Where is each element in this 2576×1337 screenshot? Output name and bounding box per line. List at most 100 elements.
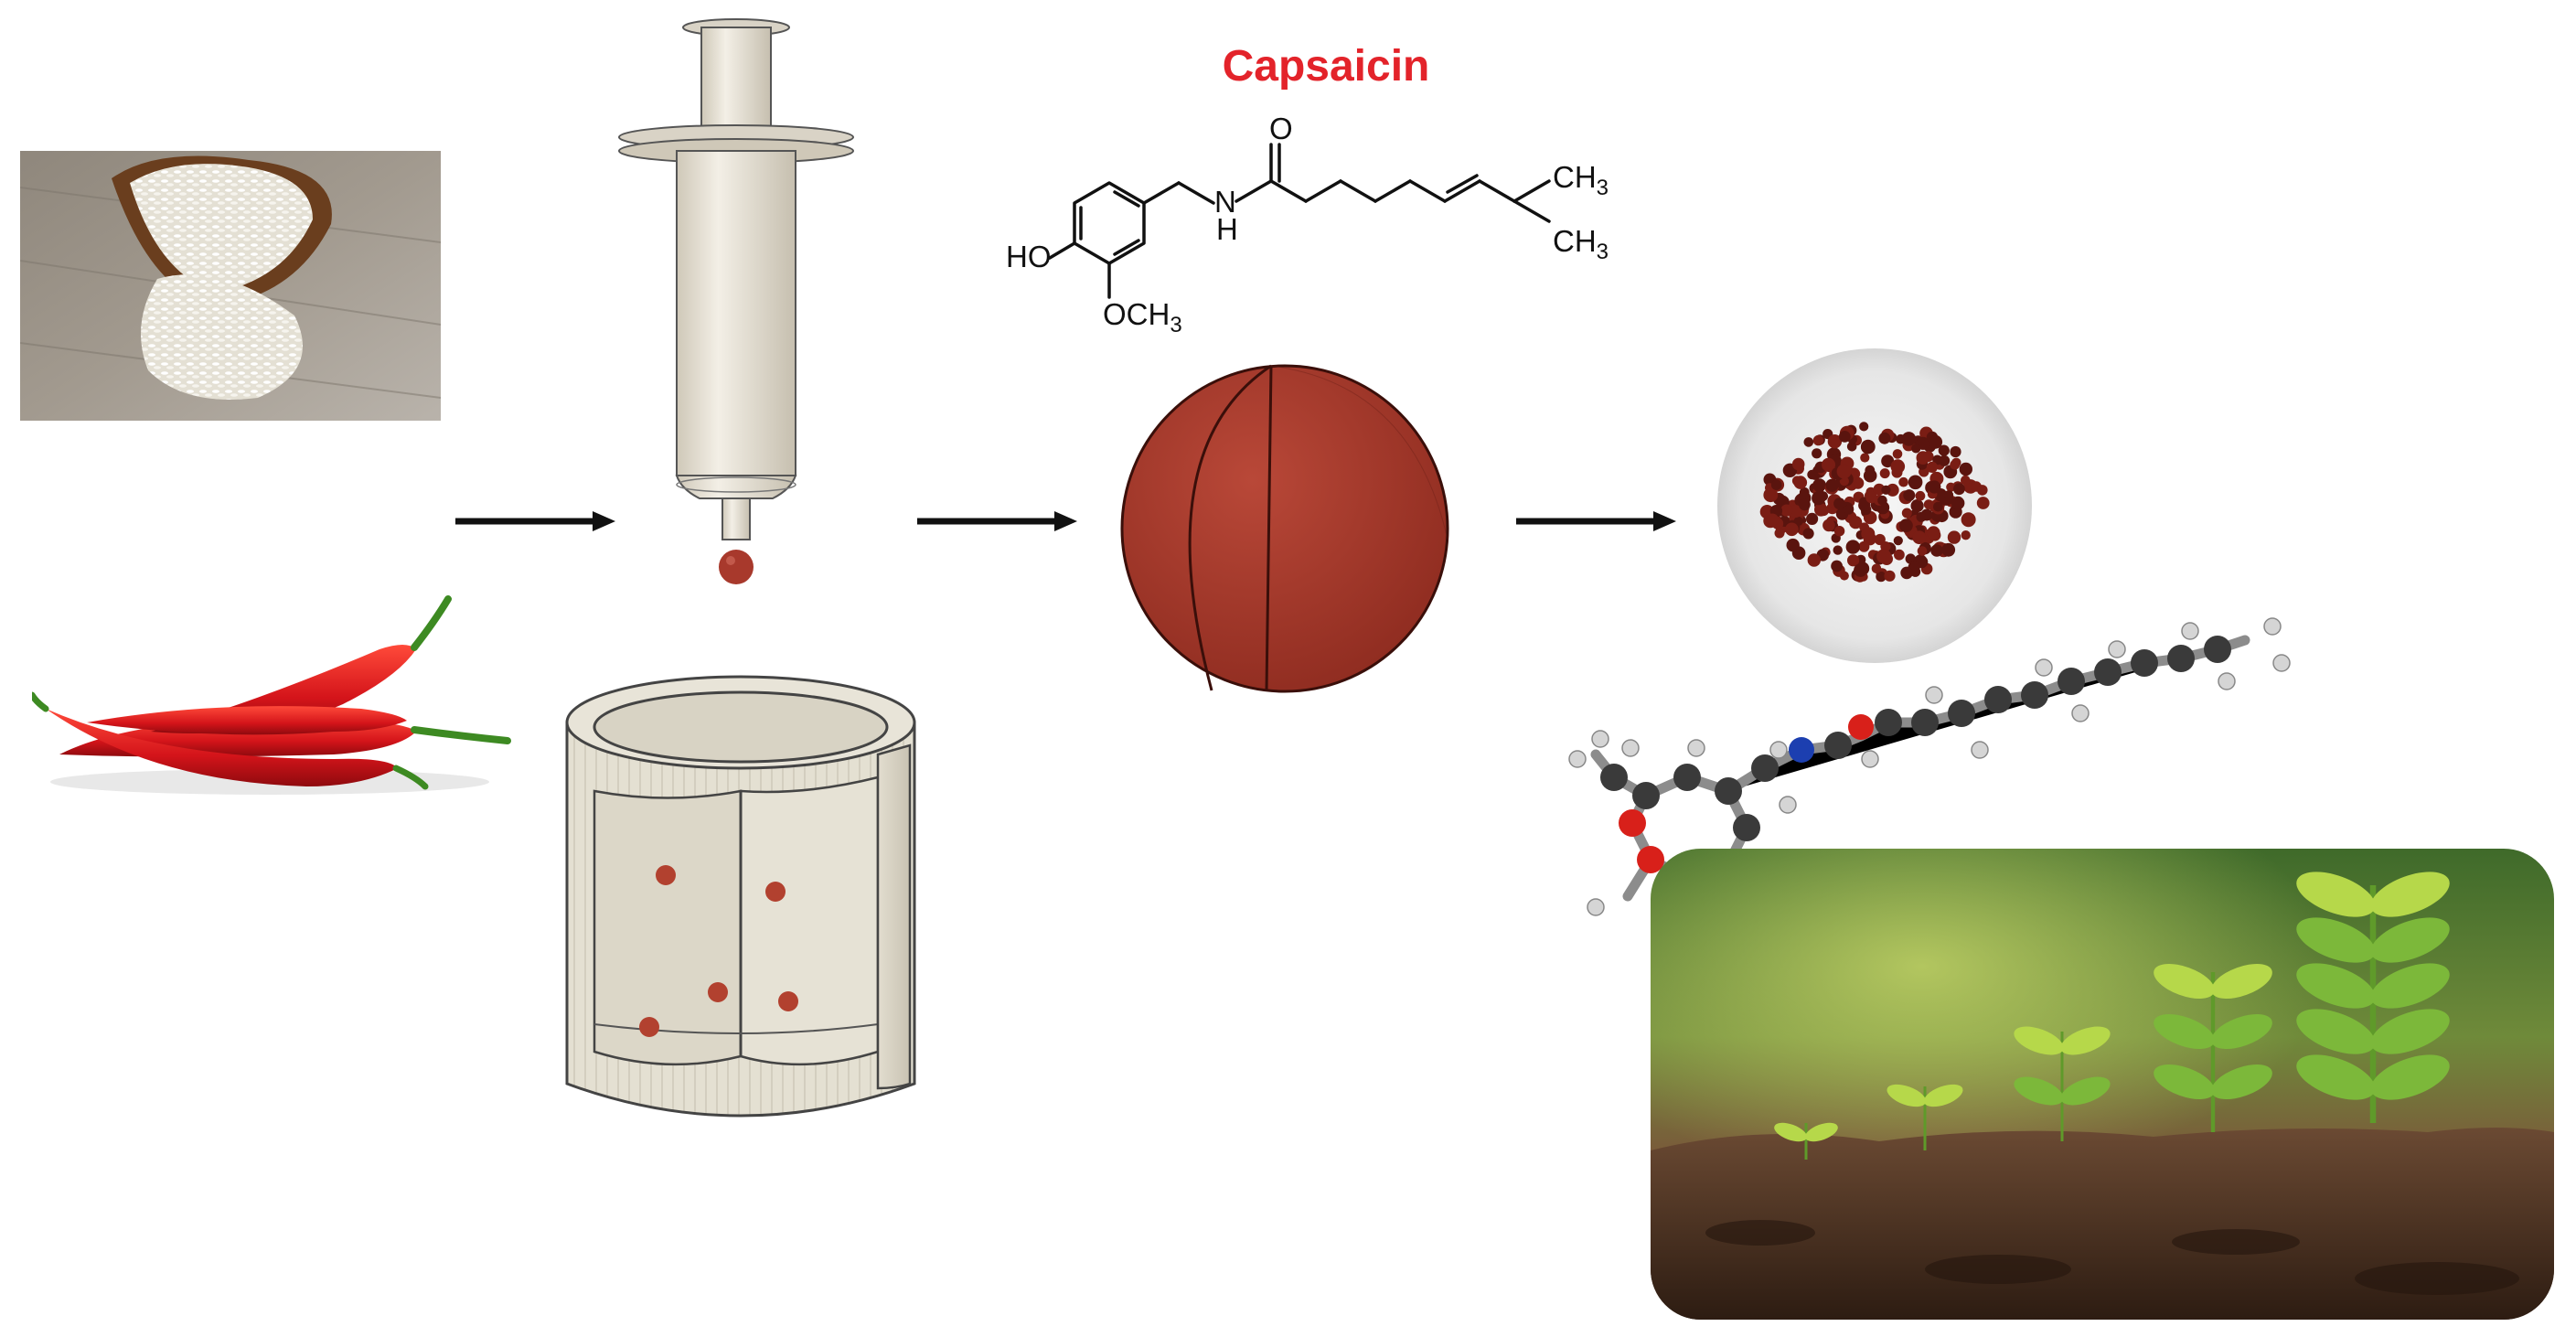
bead <box>1950 445 1961 458</box>
bead <box>1951 496 1965 510</box>
bead <box>1802 528 1814 540</box>
bead <box>1916 451 1930 465</box>
bead <box>1879 468 1890 479</box>
rice-photo <box>20 151 441 421</box>
bead <box>1812 478 1826 492</box>
bead <box>1894 549 1905 561</box>
bead <box>1812 434 1824 446</box>
cylinder-bath-icon <box>565 675 916 1118</box>
arrow-1 <box>455 511 615 531</box>
bead <box>1844 505 1855 515</box>
bead <box>1977 485 1988 496</box>
bead <box>1763 487 1779 503</box>
bead <box>1976 497 1990 509</box>
arrow-2 <box>917 511 1077 531</box>
bead <box>1859 422 1869 432</box>
bead <box>1766 513 1780 527</box>
bead <box>1941 542 1956 557</box>
bead <box>1863 468 1877 483</box>
label-methyl-b: CH3 <box>1553 224 1609 264</box>
bead <box>1827 434 1843 449</box>
bead <box>1910 499 1924 513</box>
bead <box>1845 540 1860 554</box>
bead <box>1926 461 1938 473</box>
seedling <box>2014 1026 2111 1141</box>
bead <box>1847 554 1860 567</box>
bead <box>1799 498 1811 511</box>
label-hydrogen: H <box>1216 212 1238 246</box>
bead <box>1900 566 1913 580</box>
bead <box>1812 491 1826 506</box>
chili-peppers-photo <box>32 595 511 795</box>
ball-and-stick-molecule <box>1568 617 2291 919</box>
bead <box>1912 530 1927 545</box>
bead <box>1839 571 1849 581</box>
bead <box>1791 457 1805 471</box>
bead <box>1876 549 1892 564</box>
bead <box>1928 480 1941 494</box>
bead <box>1884 570 1896 582</box>
seedlings-photo <box>1651 849 2554 1320</box>
bead <box>1793 516 1803 527</box>
bead <box>1803 437 1814 447</box>
seedling <box>2296 872 2450 1123</box>
syringe-icon <box>618 18 854 584</box>
bead <box>1953 483 1965 496</box>
bead <box>1892 449 1903 459</box>
bead <box>1903 489 1916 502</box>
bead <box>1959 462 1972 476</box>
bead <box>1933 501 1943 512</box>
bead <box>1916 511 1927 522</box>
bead <box>1915 490 1926 501</box>
bead <box>1861 527 1876 541</box>
label-hydroxyl: HO <box>1006 240 1052 273</box>
bead <box>1871 563 1882 574</box>
bead <box>1890 459 1906 474</box>
bead <box>1858 540 1870 552</box>
bead <box>1818 505 1830 517</box>
bead <box>1961 530 1971 540</box>
bead <box>1881 455 1895 468</box>
bead <box>1822 457 1835 472</box>
seedling <box>2154 963 2272 1132</box>
arrow-3 <box>1516 511 1676 531</box>
bead <box>1785 522 1799 537</box>
bead <box>1930 544 1943 557</box>
bead <box>1878 432 1891 444</box>
capsule-bead-icon <box>1120 364 1449 693</box>
capsaicin-structure: O N H HO OCH3 CH3 CH3 <box>1006 112 1609 337</box>
bead <box>1961 475 1971 486</box>
bead <box>1789 505 1802 519</box>
bead <box>1780 504 1793 517</box>
label-nitrogen: N <box>1214 185 1236 219</box>
bead <box>1917 546 1928 556</box>
bead <box>1865 491 1877 504</box>
bead <box>1943 490 1954 500</box>
bead <box>1923 499 1934 509</box>
bead <box>1846 442 1857 452</box>
bead <box>1898 476 1908 487</box>
bead <box>1938 444 1950 456</box>
bead <box>1806 512 1819 525</box>
bead <box>1947 530 1961 544</box>
label-methoxy: OCH3 <box>1103 297 1182 337</box>
bead <box>1786 538 1800 552</box>
bead <box>1833 497 1845 510</box>
bead <box>1876 571 1887 583</box>
bead <box>1838 431 1851 443</box>
bead <box>1836 464 1852 479</box>
bead <box>1908 475 1923 490</box>
bead <box>1825 478 1839 492</box>
bead <box>1877 495 1887 506</box>
bead <box>1860 453 1870 463</box>
bead <box>1831 560 1843 572</box>
bead <box>1927 526 1940 540</box>
bead <box>1899 519 1913 533</box>
bead <box>1950 459 1961 470</box>
bead <box>1893 536 1903 546</box>
bead <box>1833 526 1845 537</box>
bead-pile-photo <box>1717 348 2032 663</box>
label-oxygen: O <box>1269 112 1293 145</box>
bead <box>1822 519 1835 532</box>
bead <box>1770 479 1782 490</box>
